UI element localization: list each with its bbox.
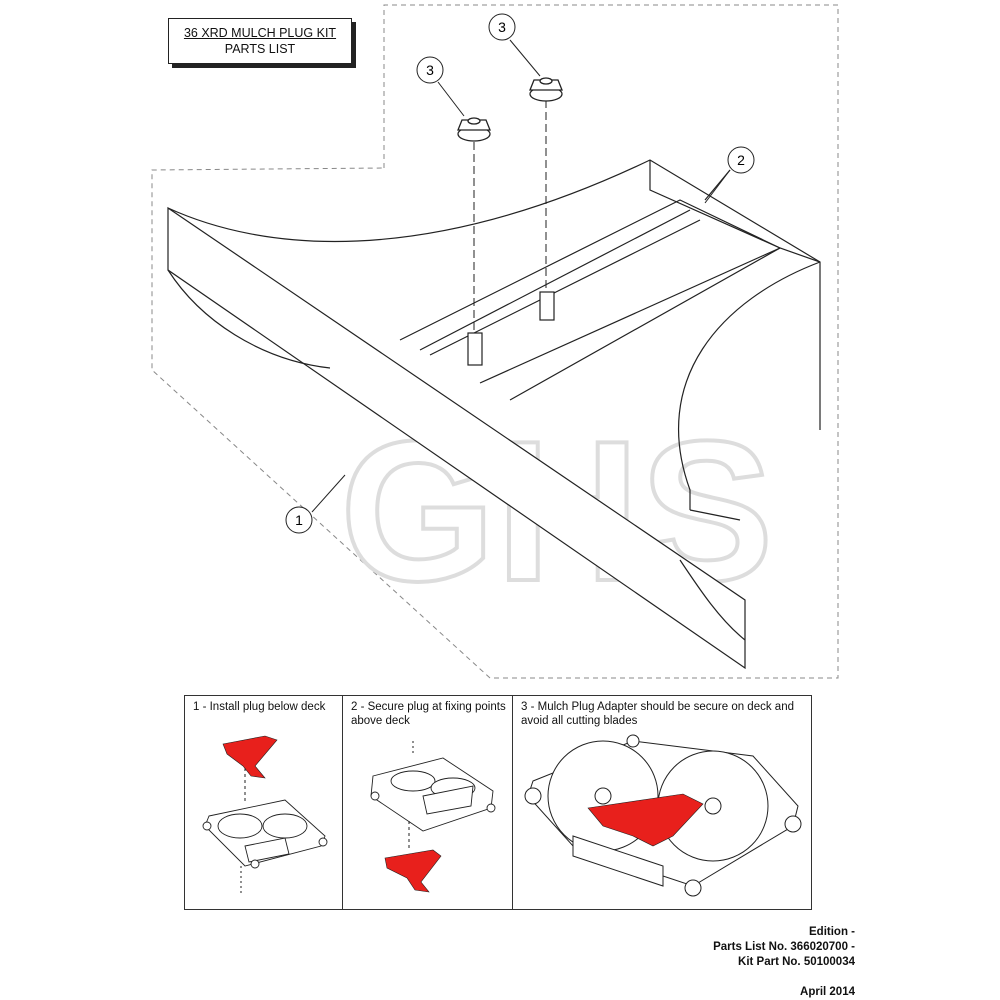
step-2-illustration — [370, 741, 496, 893]
edition-label: Edition - — [809, 926, 855, 938]
step-2-caption: 2 - Secure plug at fixing points above d… — [351, 701, 506, 727]
exploded-parts-diagram: GHS 1 2 — [151, 4, 839, 679]
step-1-caption: 1 - Install plug below deck — [193, 701, 326, 713]
svg-text:3: 3 — [426, 62, 434, 78]
callout-1: 1 — [285, 474, 346, 534]
parts-list-footer: Edition - Parts List No. 366020700 - Kit… — [713, 925, 855, 1000]
kit-part-number: Kit Part No. 50100034 — [738, 956, 855, 968]
callout-3-left: 3 — [416, 56, 465, 117]
step-1-panel: 1 - Install plug below deck — [185, 696, 343, 909]
svg-text:3: 3 — [498, 19, 506, 35]
svg-text:1: 1 — [295, 512, 303, 528]
mulch-plug-red — [222, 735, 278, 779]
parts-list-number: Parts List No. 366020700 - — [713, 941, 855, 953]
flange-nut-left — [457, 117, 491, 142]
step-3-caption: 3 - Mulch Plug Adapter should be secure … — [521, 701, 794, 727]
step-1-illustration — [202, 735, 328, 894]
mulch-plug-red-installed — [587, 793, 704, 847]
mulch-plug-red — [384, 849, 442, 893]
mulch-plug-body — [167, 159, 821, 670]
kit-boundary-dashed — [151, 4, 839, 679]
callout-2: 2 — [704, 146, 755, 204]
step-3-panel: 3 - Mulch Plug Adapter should be secure … — [513, 696, 810, 909]
flange-nut-right — [529, 77, 563, 102]
step-3-illustration — [524, 734, 802, 897]
kit-title-box: 36 XRD MULCH PLUG KIT PARTS LIST — [168, 18, 352, 64]
parts-list-label: PARTS LIST — [224, 42, 296, 56]
svg-text:2: 2 — [737, 152, 745, 168]
publish-date: April 2014 — [800, 986, 855, 998]
installation-steps: 1 - Install plug below deck 2 - Secure p… — [184, 695, 812, 910]
step-2-panel: 2 - Secure plug at fixing points above d… — [343, 696, 513, 909]
kit-title: 36 XRD MULCH PLUG KIT — [183, 26, 337, 40]
callout-3-right: 3 — [488, 13, 541, 77]
